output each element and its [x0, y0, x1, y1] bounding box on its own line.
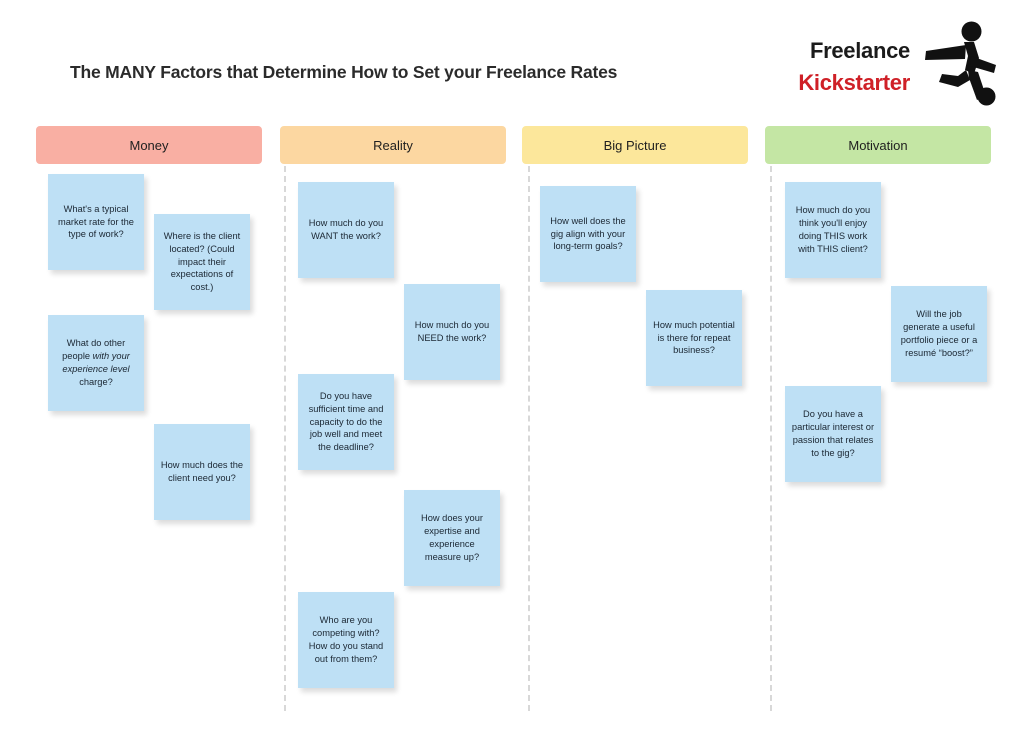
column-header-money[interactable]: Money — [36, 126, 262, 164]
sticky-note[interactable]: What's a typical market rate for the typ… — [48, 174, 144, 270]
sticky-note-text: Where is the client located? (Could impa… — [163, 230, 241, 293]
sticky-note[interactable]: How well does the gig align with your lo… — [540, 186, 636, 282]
page-title: The MANY Factors that Determine How to S… — [70, 62, 618, 82]
sticky-note[interactable]: Where is the client located? (Could impa… — [154, 214, 250, 310]
sticky-note-text: How well does the gig align with your lo… — [550, 215, 626, 252]
brand-logo: Freelance Kickstarter — [760, 18, 1000, 108]
sticky-note[interactable]: How much potential is there for repeat b… — [646, 290, 742, 386]
sticky-note-text: What do other people with your experienc… — [62, 338, 130, 387]
sticky-note-text: Will the job generate a useful portfolio… — [900, 309, 978, 358]
sticky-note[interactable]: Do you have a particular interest or pas… — [785, 386, 881, 482]
sticky-note-text: Do you have a particular interest or pas… — [791, 409, 875, 458]
sticky-note-text: How much do you WANT the work? — [308, 218, 384, 241]
sticky-note-text: Who are you competing with? How do you s… — [308, 615, 384, 664]
sticky-note-text: Do you have sufficient time and capacity… — [308, 390, 384, 453]
column-header-label: Motivation — [848, 137, 908, 153]
logo-wordmark: Freelance Kickstarter — [760, 40, 910, 94]
sticky-note[interactable]: Who are you competing with? How do you s… — [298, 592, 394, 688]
column-divider — [284, 166, 286, 711]
column-divider — [528, 166, 530, 711]
logo-line-freelance: Freelance — [809, 38, 910, 63]
column-header-motivation[interactable]: Motivation — [765, 126, 991, 164]
sticky-note[interactable]: Will the job generate a useful portfolio… — [891, 286, 987, 382]
column-header-label: Money — [129, 137, 169, 153]
sticky-note[interactable]: How does your expertise and experience m… — [404, 490, 500, 586]
sticky-note-text: How much do you NEED the work? — [414, 320, 490, 343]
sticky-note[interactable]: How much do you WANT the work? — [298, 182, 394, 278]
column-header-label: Reality — [373, 137, 413, 153]
sticky-note-text: How much do you think you'll enjoy doing… — [795, 205, 871, 254]
sticky-note-text: How much potential is there for repeat b… — [653, 319, 735, 356]
column-header-label: Big Picture — [603, 137, 667, 153]
column-divider — [770, 166, 772, 711]
logo-line-kickstarter: Kickstarter — [798, 70, 910, 95]
sticky-note[interactable]: Do you have sufficient time and capacity… — [298, 374, 394, 470]
column-header-big-picture[interactable]: Big Picture — [522, 126, 748, 164]
sticky-note-text: How does your expertise and experience m… — [420, 513, 483, 562]
sticky-note-text: What's a typical market rate for the typ… — [58, 203, 134, 240]
sticky-note[interactable]: How much do you think you'll enjoy doing… — [785, 182, 881, 278]
sticky-note[interactable]: How much does the client need you? — [154, 424, 250, 520]
column-header-reality[interactable]: Reality — [280, 126, 506, 164]
sticky-note[interactable]: How much do you NEED the work? — [404, 284, 500, 380]
sticky-note-text: How much does the client need you? — [160, 460, 244, 483]
sticky-note[interactable]: What do other people with your experienc… — [48, 315, 144, 411]
soccer-player-kicking-ball-icon — [908, 18, 1000, 108]
